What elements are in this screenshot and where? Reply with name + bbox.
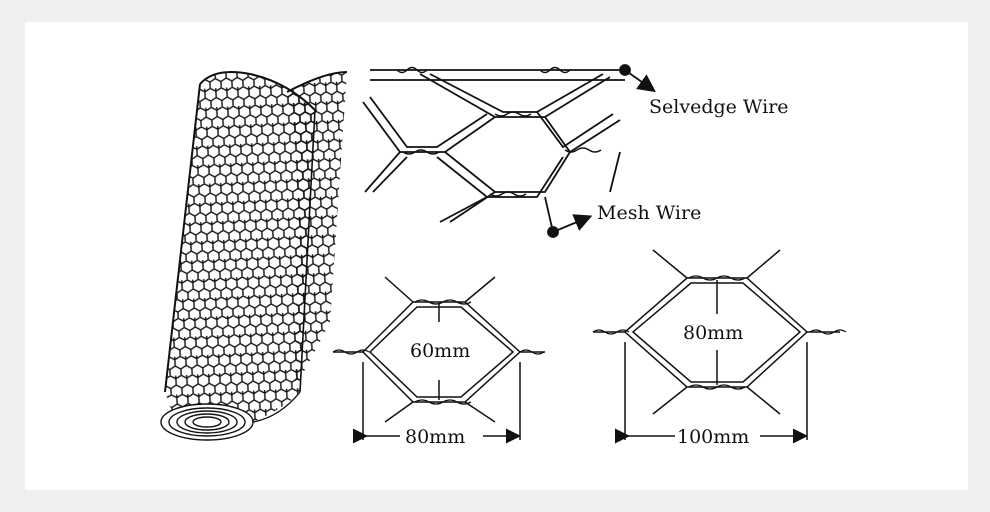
- small-hexagon-diagram: [332, 276, 545, 444]
- roll-end-spiral: [160, 391, 301, 441]
- selvedge-wire-label: Selvedge Wire: [649, 96, 789, 118]
- selvedge-detail: [362, 64, 656, 238]
- diagram-panel: Selvedge Wire Mesh Wire 60mm 80mm 80mm 1…: [25, 22, 968, 490]
- small-width-label: 80mm: [405, 426, 466, 448]
- mesh-wire-arrow: [552, 214, 593, 233]
- mesh-roll: [160, 71, 348, 441]
- mesh-wire-label: Mesh Wire: [597, 202, 702, 224]
- small-height-label: 60mm: [410, 340, 471, 362]
- wire-mesh-diagram: [160, 64, 847, 444]
- large-width-label: 100mm: [677, 426, 750, 448]
- large-hexagon-diagram: [592, 249, 847, 444]
- wire-twists: [396, 66, 602, 197]
- selvedge-wire-arrow: [624, 69, 656, 93]
- large-height-label: 80mm: [683, 322, 744, 344]
